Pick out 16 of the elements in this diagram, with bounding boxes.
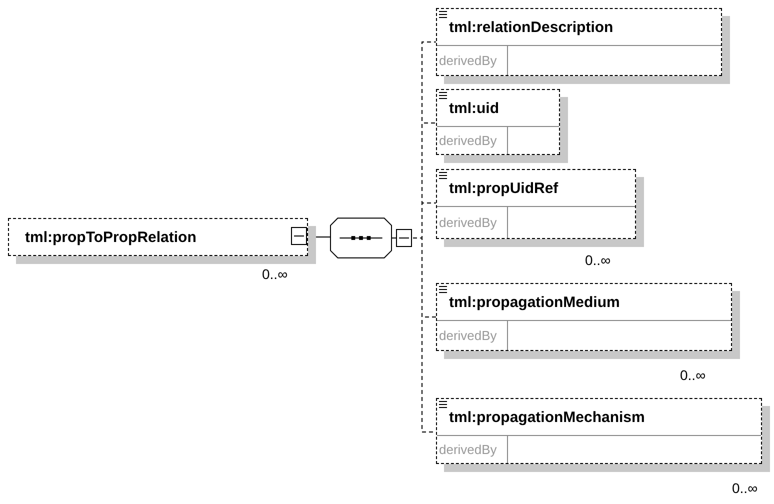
attribute-label: derivedBy <box>437 207 508 238</box>
multiplicity-label: 0..∞ <box>732 480 758 496</box>
element-name: tml:propToPropRelation <box>25 228 196 246</box>
element-name: tml:propagationMedium <box>449 294 620 310</box>
multiplicity-label: 0..∞ <box>680 367 706 383</box>
multiplicity-label: 0..∞ <box>262 266 288 282</box>
element-name: tml:relationDescription <box>449 18 614 36</box>
attribute-label: derivedBy <box>437 436 508 463</box>
attribute-label: derivedBy <box>437 46 508 75</box>
sequence-compositor <box>330 217 392 259</box>
attribute-label: derivedBy <box>437 321 508 350</box>
element-name: tml:propagationMechanism <box>449 408 645 426</box>
element-name: tml:uid <box>449 100 499 116</box>
multiplicity-label: 0..∞ <box>585 252 611 268</box>
attribute-label: derivedBy <box>437 127 508 154</box>
element-name: tml:propUidRef <box>449 180 558 196</box>
